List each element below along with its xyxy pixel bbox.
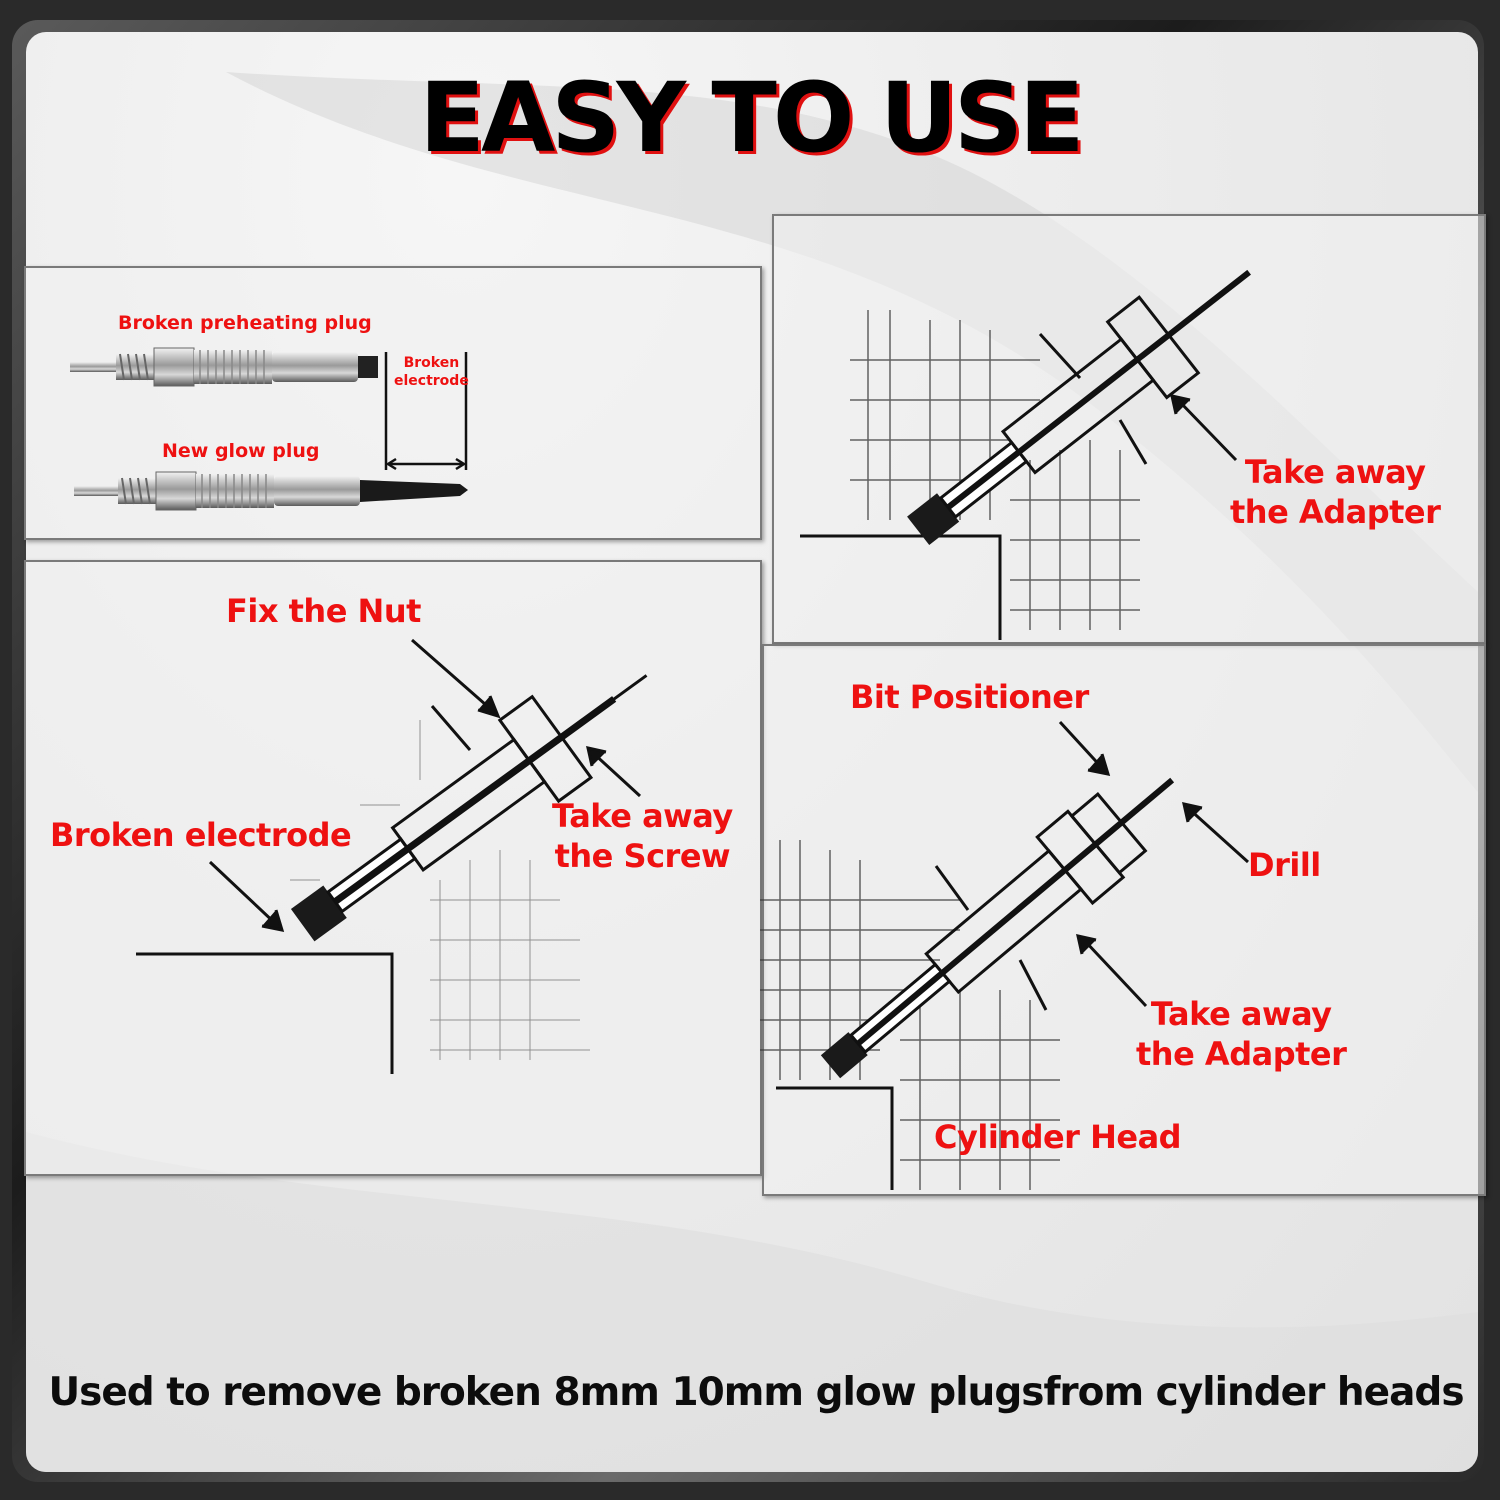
take-away-screw-line1: Take away: [552, 797, 733, 835]
cylinder-grid-1: [290, 720, 590, 1060]
take-away-adapter-label-bottom: Take away the Adapter: [1136, 994, 1347, 1074]
broken-electrode-small-line1: Broken: [403, 355, 460, 371]
drill-label: Drill: [1248, 846, 1321, 884]
footer-caption: Used to remove broken 8mm 10mm glow plug…: [48, 1370, 1464, 1415]
bit-positioner-label: Bit Positioner: [850, 678, 1089, 716]
take-away-adapter-top-line2: the Adapter: [1230, 493, 1441, 531]
step-drill-panel: [762, 644, 1486, 1196]
cylinder-head-outline-2: [800, 534, 1002, 640]
new-plug-label: New glow plug: [162, 440, 320, 462]
extractor-tool-3: [820, 777, 1175, 1079]
cylinder-head-outline-1: [136, 952, 394, 1074]
arrows-step3: [934, 720, 1250, 1011]
extractor-tool-2: [907, 269, 1251, 546]
take-away-screw-label: Take away the Screw: [552, 796, 733, 876]
broken-glow-plug: [70, 347, 378, 387]
page-title: EASY TO USE: [419, 62, 1084, 174]
new-glow-plug: [74, 471, 468, 511]
take-away-adapter-bottom-line1: Take away: [1150, 995, 1332, 1033]
extractor-tool-1: [290, 674, 648, 942]
take-away-adapter-label-top: Take away the Adapter: [1230, 452, 1441, 532]
arrows-step1: [208, 638, 642, 932]
fix-nut-label: Fix the Nut: [226, 592, 421, 630]
take-away-screw-line2: the Screw: [554, 837, 731, 875]
broken-plug-label: Broken preheating plug: [118, 312, 372, 334]
take-away-adapter-bottom-line2: the Adapter: [1136, 1035, 1347, 1073]
broken-electrode-label: Broken electrode: [50, 816, 352, 854]
take-away-adapter-top-line1: Take away: [1244, 453, 1426, 491]
cylinder-head-outline-3: [776, 1086, 894, 1190]
broken-electrode-small-label: Broken electrode: [394, 354, 469, 390]
electrode-dimension-lines: [384, 352, 468, 471]
broken-electrode-small-line2: electrode: [394, 373, 469, 389]
cylinder-head-label: Cylinder Head: [934, 1118, 1182, 1156]
arrows-step2: [1038, 332, 1238, 465]
step-take-adapter-panel: [772, 214, 1486, 644]
